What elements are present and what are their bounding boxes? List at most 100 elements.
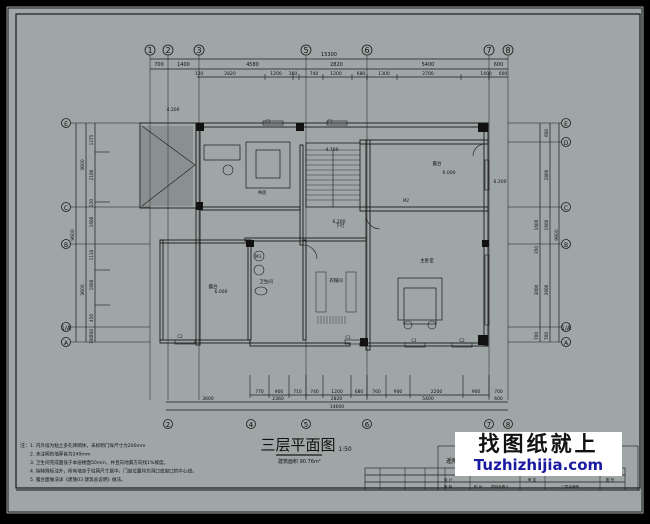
dimension-text: 1200 <box>330 71 342 77</box>
watermark-url: Tuzhizhijia.com <box>473 456 604 474</box>
wall <box>159 239 164 341</box>
elevation-mark: 4.200 <box>167 107 180 113</box>
dimension-text: 350 <box>534 246 539 254</box>
chair <box>222 164 234 176</box>
title-block-cell: 审 定 <box>528 477 537 482</box>
dimension-text: 2820 <box>331 396 343 402</box>
column <box>478 123 488 132</box>
door-swing <box>302 244 318 260</box>
axis-label-bottom: 4 <box>249 421 254 429</box>
axis-bubble <box>503 419 513 429</box>
column <box>246 240 254 247</box>
window <box>404 342 426 348</box>
axis-bubble <box>561 337 571 347</box>
room-label: 主卧室 <box>420 257 434 264</box>
axis-label-bottom: 7 <box>487 421 491 429</box>
axis-label-left: A <box>64 340 69 347</box>
note-item: 1. 内外墙为粘土多孔砖砌体，未标明门垛尺寸为200mm <box>30 442 146 449</box>
window <box>484 159 490 191</box>
window-tag: M2 <box>403 198 409 203</box>
dimension-text: 680 <box>357 71 366 77</box>
dimension-text: 4580 <box>246 62 259 68</box>
dimension-text: 700 <box>154 62 164 68</box>
wall <box>244 237 367 242</box>
project-name: 遥附 <box>446 457 458 465</box>
axis-label-top: 1 <box>147 46 152 55</box>
room-label: 露台 <box>433 160 442 167</box>
window-tag: C2 <box>459 338 465 343</box>
window <box>344 339 366 345</box>
axis-bubble <box>362 419 372 429</box>
dimension-text: 2800 <box>544 169 549 180</box>
lamp <box>403 320 413 330</box>
dimension-text: 740 <box>310 71 319 77</box>
axis-bubble <box>246 419 256 429</box>
title-block-cell: 审 核 <box>444 484 453 489</box>
axis-bubble <box>561 137 571 147</box>
title-block-cell: 图 号 <box>606 477 615 482</box>
roof-ridge <box>141 164 196 207</box>
window <box>484 254 490 326</box>
axis-bubble <box>502 44 514 56</box>
note-item: 5. 露台面做法详《建施03 建筑总说明》做法。 <box>30 476 126 483</box>
axis-label-right: D <box>564 140 569 147</box>
dimension-text: 3600 <box>544 284 549 295</box>
drawing-title: 三层平面图 <box>260 436 335 454</box>
dimension-text: 1275 <box>89 134 94 145</box>
axis-label-bottom: 8 <box>506 421 510 429</box>
dimension-text: 1400 <box>177 62 190 68</box>
dimension-text: 5400 <box>422 62 435 68</box>
axis-label-bottom: 6 <box>365 421 370 429</box>
building-area: 建筑面积 90.76m² <box>278 458 321 465</box>
window <box>262 120 284 126</box>
dimension-text: 2100 <box>89 169 94 180</box>
roof-ridge <box>141 125 196 166</box>
dimension-text: 1600 <box>89 279 94 290</box>
window-tag: C1 <box>345 335 351 340</box>
dimension-text: 600 <box>544 129 549 137</box>
axis-label-top: 7 <box>486 46 491 55</box>
wall <box>159 339 251 344</box>
note-item: 4. 除特殊标注外，所有墙身于柱网尺寸居中，门窗位置均为洞口或窗口的中心线。 <box>30 468 197 475</box>
axis-label-right: C <box>564 205 568 212</box>
wall <box>359 206 489 212</box>
axis-label-right: B <box>564 242 568 249</box>
axis-label-top: 5 <box>303 46 308 55</box>
axis-bubble <box>144 44 156 56</box>
dimension-text: 710 <box>293 389 302 395</box>
axis-bubble <box>561 118 571 128</box>
title-block-cell: 设 计 <box>444 477 453 482</box>
dimension-text: 3000 <box>534 284 539 295</box>
axis-bubble <box>61 239 71 249</box>
axis-label-right: 1/A <box>561 325 572 332</box>
window <box>174 339 196 345</box>
dimension-text: 120 <box>195 71 204 77</box>
column <box>296 123 304 131</box>
dimension-text: 2200 <box>431 389 443 395</box>
dimension-text: 700 <box>544 332 549 340</box>
dimension-text: 3600 <box>202 396 214 402</box>
axis-label-left: C <box>64 205 68 212</box>
room-label: 书房 <box>258 189 267 196</box>
axis-bubble <box>561 202 571 212</box>
axis-bubble <box>300 44 312 56</box>
dimension-text: 1400 <box>480 71 492 77</box>
column <box>196 202 203 210</box>
wall <box>359 139 489 145</box>
roof-canopy <box>139 122 197 209</box>
dimension-text: 450 <box>89 314 94 322</box>
dimension-text: 3600 <box>80 159 86 171</box>
note-item: 3. 卫生间完成面低于本层楼面50mm，并且向地漏方向找1%坡度。 <box>30 459 168 466</box>
dimension-text: 600 <box>494 396 503 402</box>
dimension-text: 680 <box>355 389 364 395</box>
elevation-mark: 4.700 <box>326 147 339 153</box>
washbasin <box>253 264 265 276</box>
wardrobe <box>315 271 327 313</box>
dimension-text: 2700 <box>422 71 434 77</box>
axis-label-top: 6 <box>364 46 369 55</box>
window <box>326 120 348 126</box>
dimension-text: 900 <box>472 389 481 395</box>
bed-frame <box>397 277 443 321</box>
coffee-table <box>255 149 281 179</box>
